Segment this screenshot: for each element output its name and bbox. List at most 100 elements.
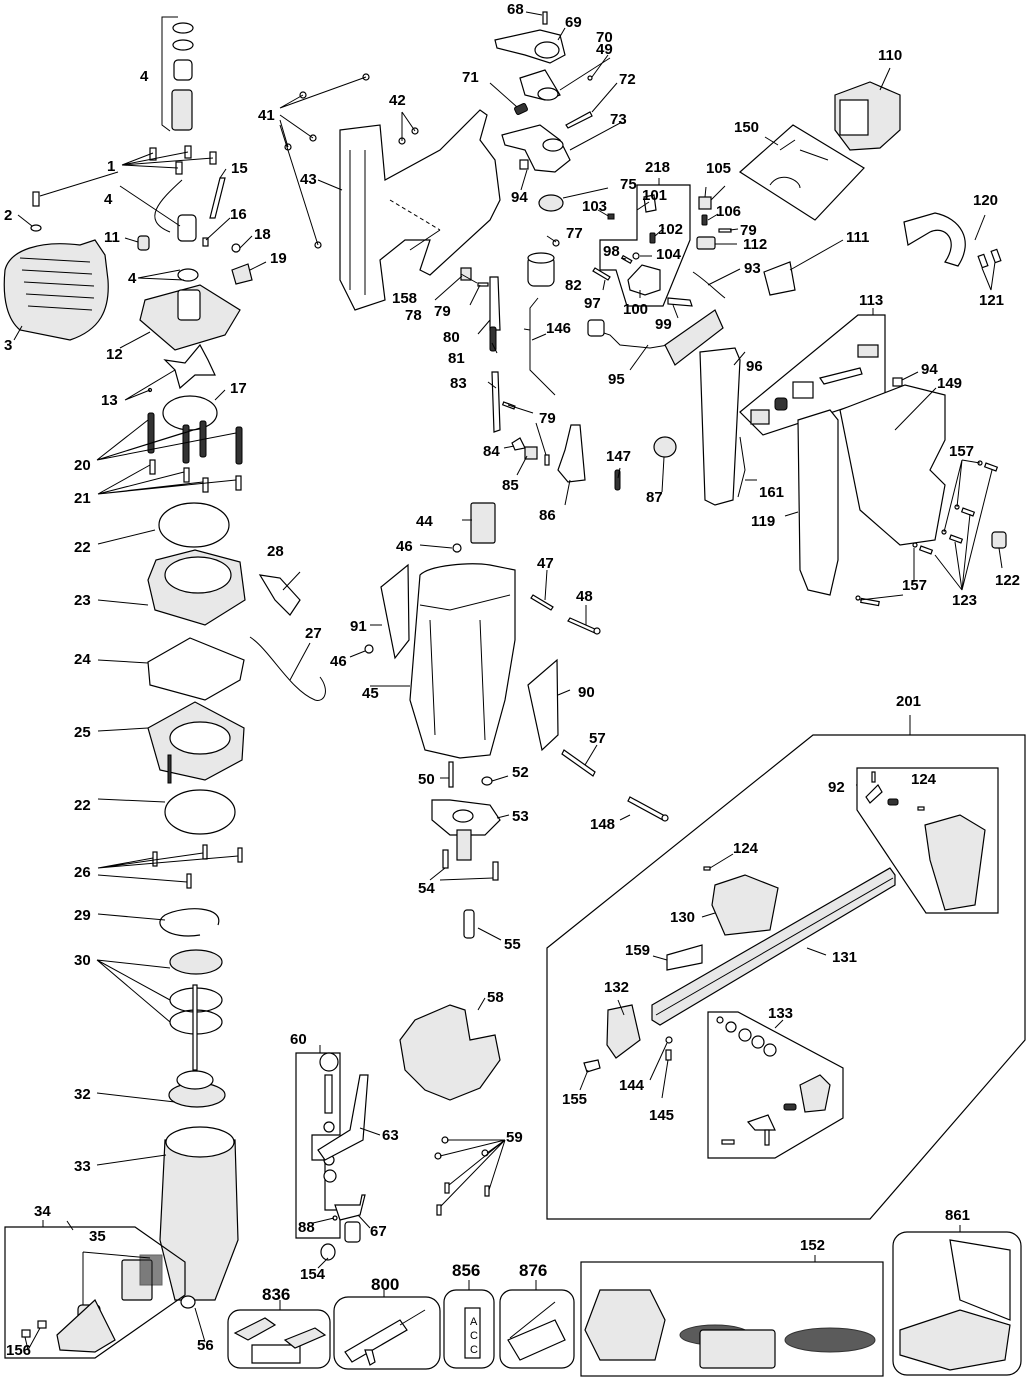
part-876-box [499,1289,575,1369]
callout-131: 131 [832,949,857,966]
part-92-follower-box [856,767,999,914]
part-145-screw [665,1049,672,1061]
callout-88: 88 [298,1219,315,1236]
callout-60: 60 [290,1031,307,1048]
part-20-springs [147,412,243,465]
part-131-magazine-rail [651,867,896,1026]
part-150-electrical-kit [739,124,865,221]
callout-147: 147 [606,448,631,465]
callout-97: 97 [584,295,601,312]
part-98-pin [620,254,633,265]
part-111-hook-latch [763,261,796,296]
callout-98: 98 [603,243,620,260]
callout-218: 218 [645,159,670,176]
part-24-gasket [147,637,245,701]
part-154-bushing [320,1243,336,1261]
part-57-pin [561,749,596,777]
part-25-lower-housing [147,701,245,784]
part-94-pad-b [892,377,903,387]
part-157-washers [855,460,983,601]
callout-84: 84 [483,443,500,460]
part-123-screws [860,462,999,607]
callout-201: 201 [896,693,921,710]
callout-49: 49 [596,41,613,58]
part-130-pusher [703,866,779,936]
callout-23: 23 [74,592,91,609]
part-102-spring [649,232,656,244]
part-85-block [524,446,538,460]
part-17-oring [162,395,218,431]
callout-30: 30 [74,952,91,969]
part-861-case [892,1231,1022,1376]
callout-79a: 79 [434,303,451,320]
callout-46b: 46 [330,653,347,670]
callout-158: 158 [392,290,417,307]
part-58-nose-cover [399,1004,501,1101]
part-103-spring [597,209,615,220]
part-28-bracket [258,574,301,616]
part-22-oring-lower [164,789,236,835]
callout-86: 86 [539,507,556,524]
callout-47: 47 [537,555,554,572]
callout-54: 54 [418,880,435,897]
part-34-nose-kit-box [4,1220,186,1359]
part-110-battery [834,81,901,151]
part-83-bracket [491,371,501,433]
part-4-bearing [177,268,199,282]
callout-18: 18 [254,226,271,243]
callout-19: 19 [270,250,287,267]
part-97-pin [592,267,611,281]
callout-106: 106 [716,203,741,220]
callout-79c: 79 [740,222,757,239]
callout-145: 145 [649,1107,674,1124]
part-71-spring [514,102,528,116]
part-120-belt-hook [903,212,966,267]
callout-4c: 4 [128,270,137,287]
part-99-clip [667,297,693,307]
part-46-nut-b [364,644,374,654]
tag-letter-1: A [470,1316,478,1328]
part-27-wire [249,636,326,701]
part-56-cap [180,1295,196,1309]
part-69-cap [494,29,566,64]
callout-130: 130 [670,909,695,926]
part-21-pins [149,459,242,493]
callout-159: 159 [625,942,650,959]
callout-110: 110 [878,47,902,64]
callout-4b: 4 [104,191,113,208]
callout-22b: 22 [74,797,91,814]
part-47-pin [530,594,554,611]
part-3-housing-cover [3,239,109,341]
part-106-spring [701,214,708,226]
callout-43: 43 [300,171,317,188]
part-121-screws [977,248,1002,269]
part-33-cylinder-body [159,1126,239,1301]
callout-34: 34 [34,1203,51,1220]
part-80-slider [489,276,501,331]
callout-91: 91 [350,618,367,635]
callout-70: 70 [596,29,613,46]
part-158-switch [460,267,472,281]
callout-labels: 1 2 3 4 4 4 11 12 13 15 16 17 18 19 20 2… [4,1,1020,1359]
part-836-toolbox [227,1309,331,1369]
callout-150: 150 [734,119,759,136]
part-22-oring-upper [158,502,230,548]
callout-82: 82 [565,277,582,294]
part-112-switch [696,236,716,250]
callout-77: 77 [566,225,583,242]
callout-122: 122 [995,572,1020,589]
callout-24: 24 [74,651,91,668]
callout-68: 68 [507,1,524,18]
callout-87: 87 [646,489,663,506]
callout-56: 56 [197,1337,214,1354]
part-45-main-housing [409,563,516,759]
callout-83: 83 [450,375,467,392]
callout-55: 55 [504,936,521,953]
callout-3: 3 [4,337,12,354]
part-60-valve-box [295,1045,341,1239]
part-201-magazine-box [546,715,1026,1220]
callout-12: 12 [106,346,123,363]
callout-94b: 94 [921,361,938,378]
callout-27: 27 [305,625,322,642]
part-155-clip [583,1059,601,1073]
